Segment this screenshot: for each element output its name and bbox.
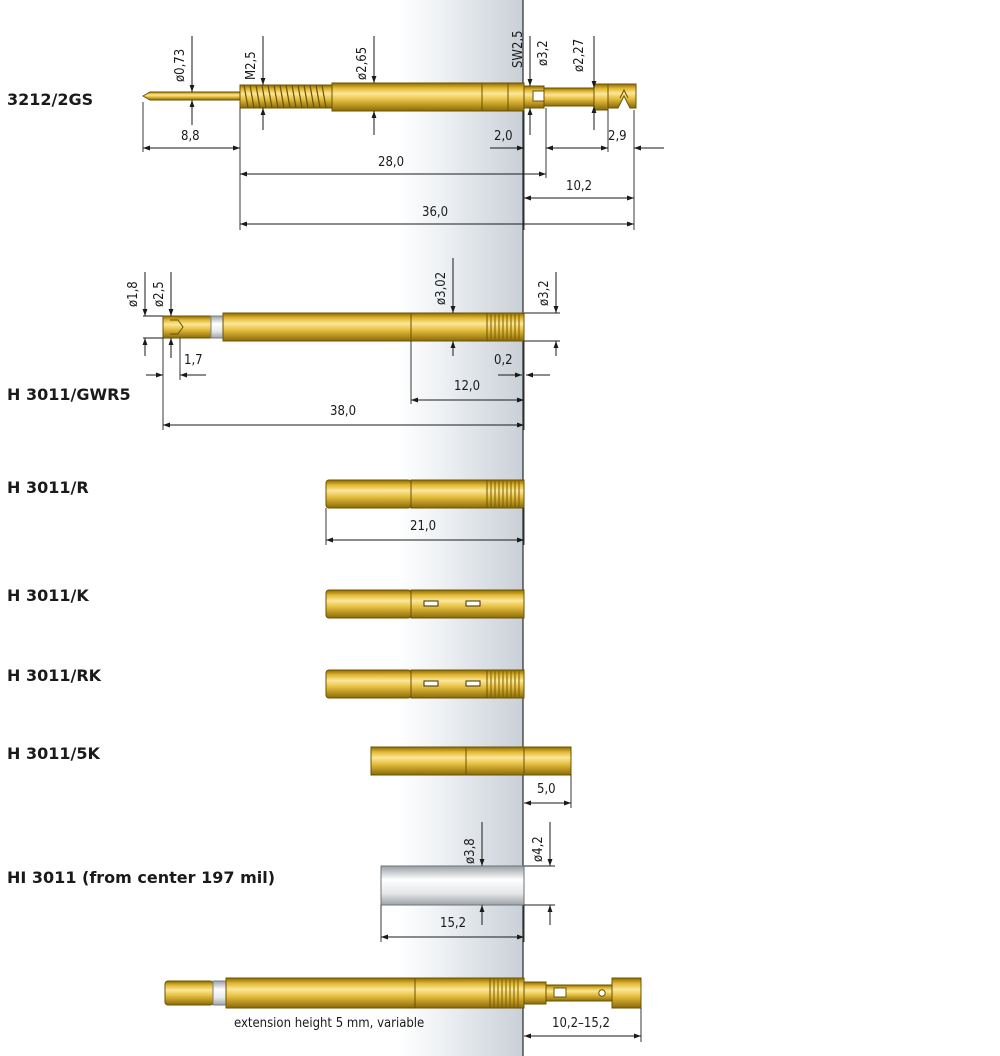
dim-d227: ø2,27 <box>572 39 587 72</box>
dim-l152: 15,2 <box>440 916 466 931</box>
part-h3011-k <box>325 589 525 619</box>
dim-l1015: 10,2–15,2 <box>552 1016 610 1031</box>
part-h3011-r <box>325 479 525 509</box>
label-h3011-gwr5: H 3011/GWR5 <box>7 385 131 404</box>
dim-l360: 36,0 <box>422 205 448 220</box>
label-h3011-rk: H 3011/RK <box>7 666 102 685</box>
part-h3011-5k <box>370 746 572 776</box>
dim-l280: 28,0 <box>378 155 404 170</box>
dim-d18: ø1,8 <box>126 281 141 307</box>
dim-d38: ø3,8 <box>463 838 478 864</box>
label-3212-2gs: 3212/2GS <box>7 90 94 109</box>
part-h3011-gwr5 <box>162 312 525 342</box>
dim-d32b: ø3,2 <box>537 280 552 306</box>
dim-d302: ø3,02 <box>434 272 449 305</box>
dimensions-hi3011: ø3,8 ø4,2 15,2 <box>380 822 555 942</box>
part-hi3011 <box>380 865 525 906</box>
label-hi3011: HI 3011 (from center 197 mil) <box>7 868 276 887</box>
dim-d42: ø4,2 <box>531 836 546 862</box>
dimensions-h3011-gwr5: ø1,8 ø2,5 ø3,02 ø3,2 1,7 0,2 12,0 38,0 <box>126 258 560 430</box>
dim-d073: ø0,73 <box>173 49 188 82</box>
dim-l02: 0,2 <box>494 353 513 368</box>
dim-l29: 2,9 <box>608 129 627 144</box>
dim-d32a: ø3,2 <box>536 40 551 66</box>
label-h3011-r: H 3011/R <box>7 478 89 497</box>
dim-l17: 1,7 <box>184 353 203 368</box>
dimensions-h3011-r: 21,0 <box>325 508 525 545</box>
dim-l50: 5,0 <box>537 782 556 797</box>
dim-d265: ø2,65 <box>355 47 370 80</box>
assembly-caption: extension height 5 mm, variable <box>234 1016 424 1031</box>
dim-l20: 2,0 <box>494 129 513 144</box>
part-assembly <box>164 977 642 1009</box>
label-h3011-5k: H 3011/5K <box>7 744 100 763</box>
dim-l88: 8,8 <box>181 129 200 144</box>
dim-l210: 21,0 <box>410 519 436 534</box>
dim-l120: 12,0 <box>454 379 480 394</box>
label-h3011-k: H 3011/K <box>7 586 89 605</box>
dim-m25: M2,5 <box>244 51 259 80</box>
dimensions-3212-2gs: ø0,73 M2,5 ø2,65 SW2,5 ø3,2 ø2,27 8,8 2,… <box>142 30 664 230</box>
dim-sw25: SW2,5 <box>511 30 526 68</box>
dim-l102: 10,2 <box>566 179 592 194</box>
part-3212-2gs <box>141 82 637 112</box>
dimensions-h3011-5k: 5,0 <box>524 775 572 808</box>
part-h3011-rk <box>325 669 525 699</box>
dimensions-assembly: 10,2–15,2 extension height 5 mm, variabl… <box>234 1008 642 1042</box>
dim-d25: ø2,5 <box>152 281 167 307</box>
dim-l380: 38,0 <box>330 404 356 419</box>
